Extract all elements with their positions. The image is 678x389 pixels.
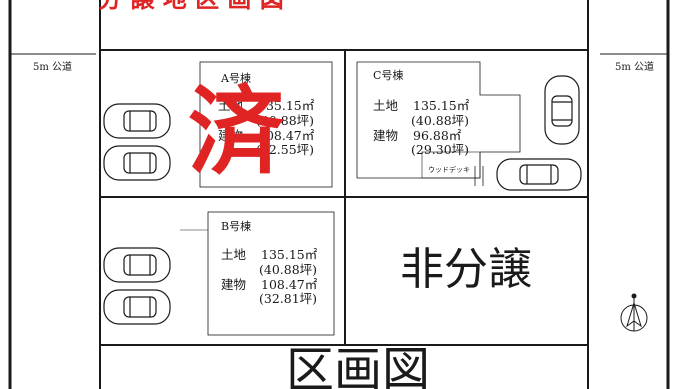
road-label-right: 5m 公道 — [615, 62, 655, 73]
lot-b-building-area: 108.47㎡ — [261, 276, 318, 292]
sold-stamp: 済 — [188, 76, 284, 188]
lot-a-name: A号棟 — [221, 72, 251, 85]
lot-c-building-tsubo: (29.30坪) — [411, 142, 470, 158]
lot-a-land-tsubo: (40.88坪) — [256, 112, 315, 128]
lot-c-land-area: 135.15㎡ — [413, 98, 470, 113]
lot-a-building-area: 108.47㎡ — [258, 127, 315, 143]
lot-a-building-label: 建物 — [218, 127, 244, 143]
lot-b-land-label: 土地 — [221, 247, 247, 262]
lot-a-specs: 土地 135.15㎡ (40.88坪) 建物 108.47㎡ (32.55坪) — [218, 98, 315, 158]
wood-deck-outline — [421, 151, 481, 179]
lot-b-land-area: 135.15㎡ — [261, 247, 318, 262]
lot-a-land-area: 135.15㎡ — [258, 98, 315, 113]
lot-b-name: B号棟 — [221, 220, 252, 233]
car-icon — [103, 289, 171, 325]
car-icon — [103, 247, 171, 283]
lot-b-land-tsubo: (40.88坪) — [259, 261, 318, 277]
building-a-outline — [199, 61, 333, 188]
lot-b-building-tsubo: (32.81坪) — [259, 291, 318, 307]
lot-b-building-label: 建物 — [221, 276, 247, 292]
lot-c-land-label: 土地 — [373, 98, 399, 113]
lot-c-land-tsubo: (40.88坪) — [411, 112, 470, 128]
not-for-sale-label: 非分譲 — [400, 244, 532, 295]
lot-c-building-area: 96.88㎡ — [413, 127, 462, 143]
north-arrow-icon — [620, 293, 648, 332]
wood-deck-label: ウッドデッキ — [428, 166, 470, 174]
road-label-left: 5m 公道 — [33, 62, 73, 73]
lot-c-specs: 土地 135.15㎡ (40.88坪) 建物 96.88㎡ (29.30坪) — [373, 98, 470, 158]
lot-c-name: C号棟 — [373, 69, 404, 82]
car-icon — [103, 145, 171, 181]
lot-b-specs: 土地 135.15㎡ (40.88坪) 建物 108.47㎡ (32.81坪) — [221, 247, 318, 307]
lot-c-building-label: 建物 — [373, 127, 399, 143]
lot-a-land-label: 土地 — [218, 98, 244, 113]
plan-title: 区画図 — [286, 342, 431, 389]
car-icon — [544, 75, 580, 145]
building-c-outline — [356, 61, 521, 179]
car-icon — [103, 103, 171, 139]
car-icon — [496, 158, 582, 191]
lot-a-building-tsubo: (32.55坪) — [256, 142, 315, 158]
banner-title: 分 譲 地 区 画 図 — [98, 0, 284, 11]
building-b-outline — [207, 211, 335, 336]
